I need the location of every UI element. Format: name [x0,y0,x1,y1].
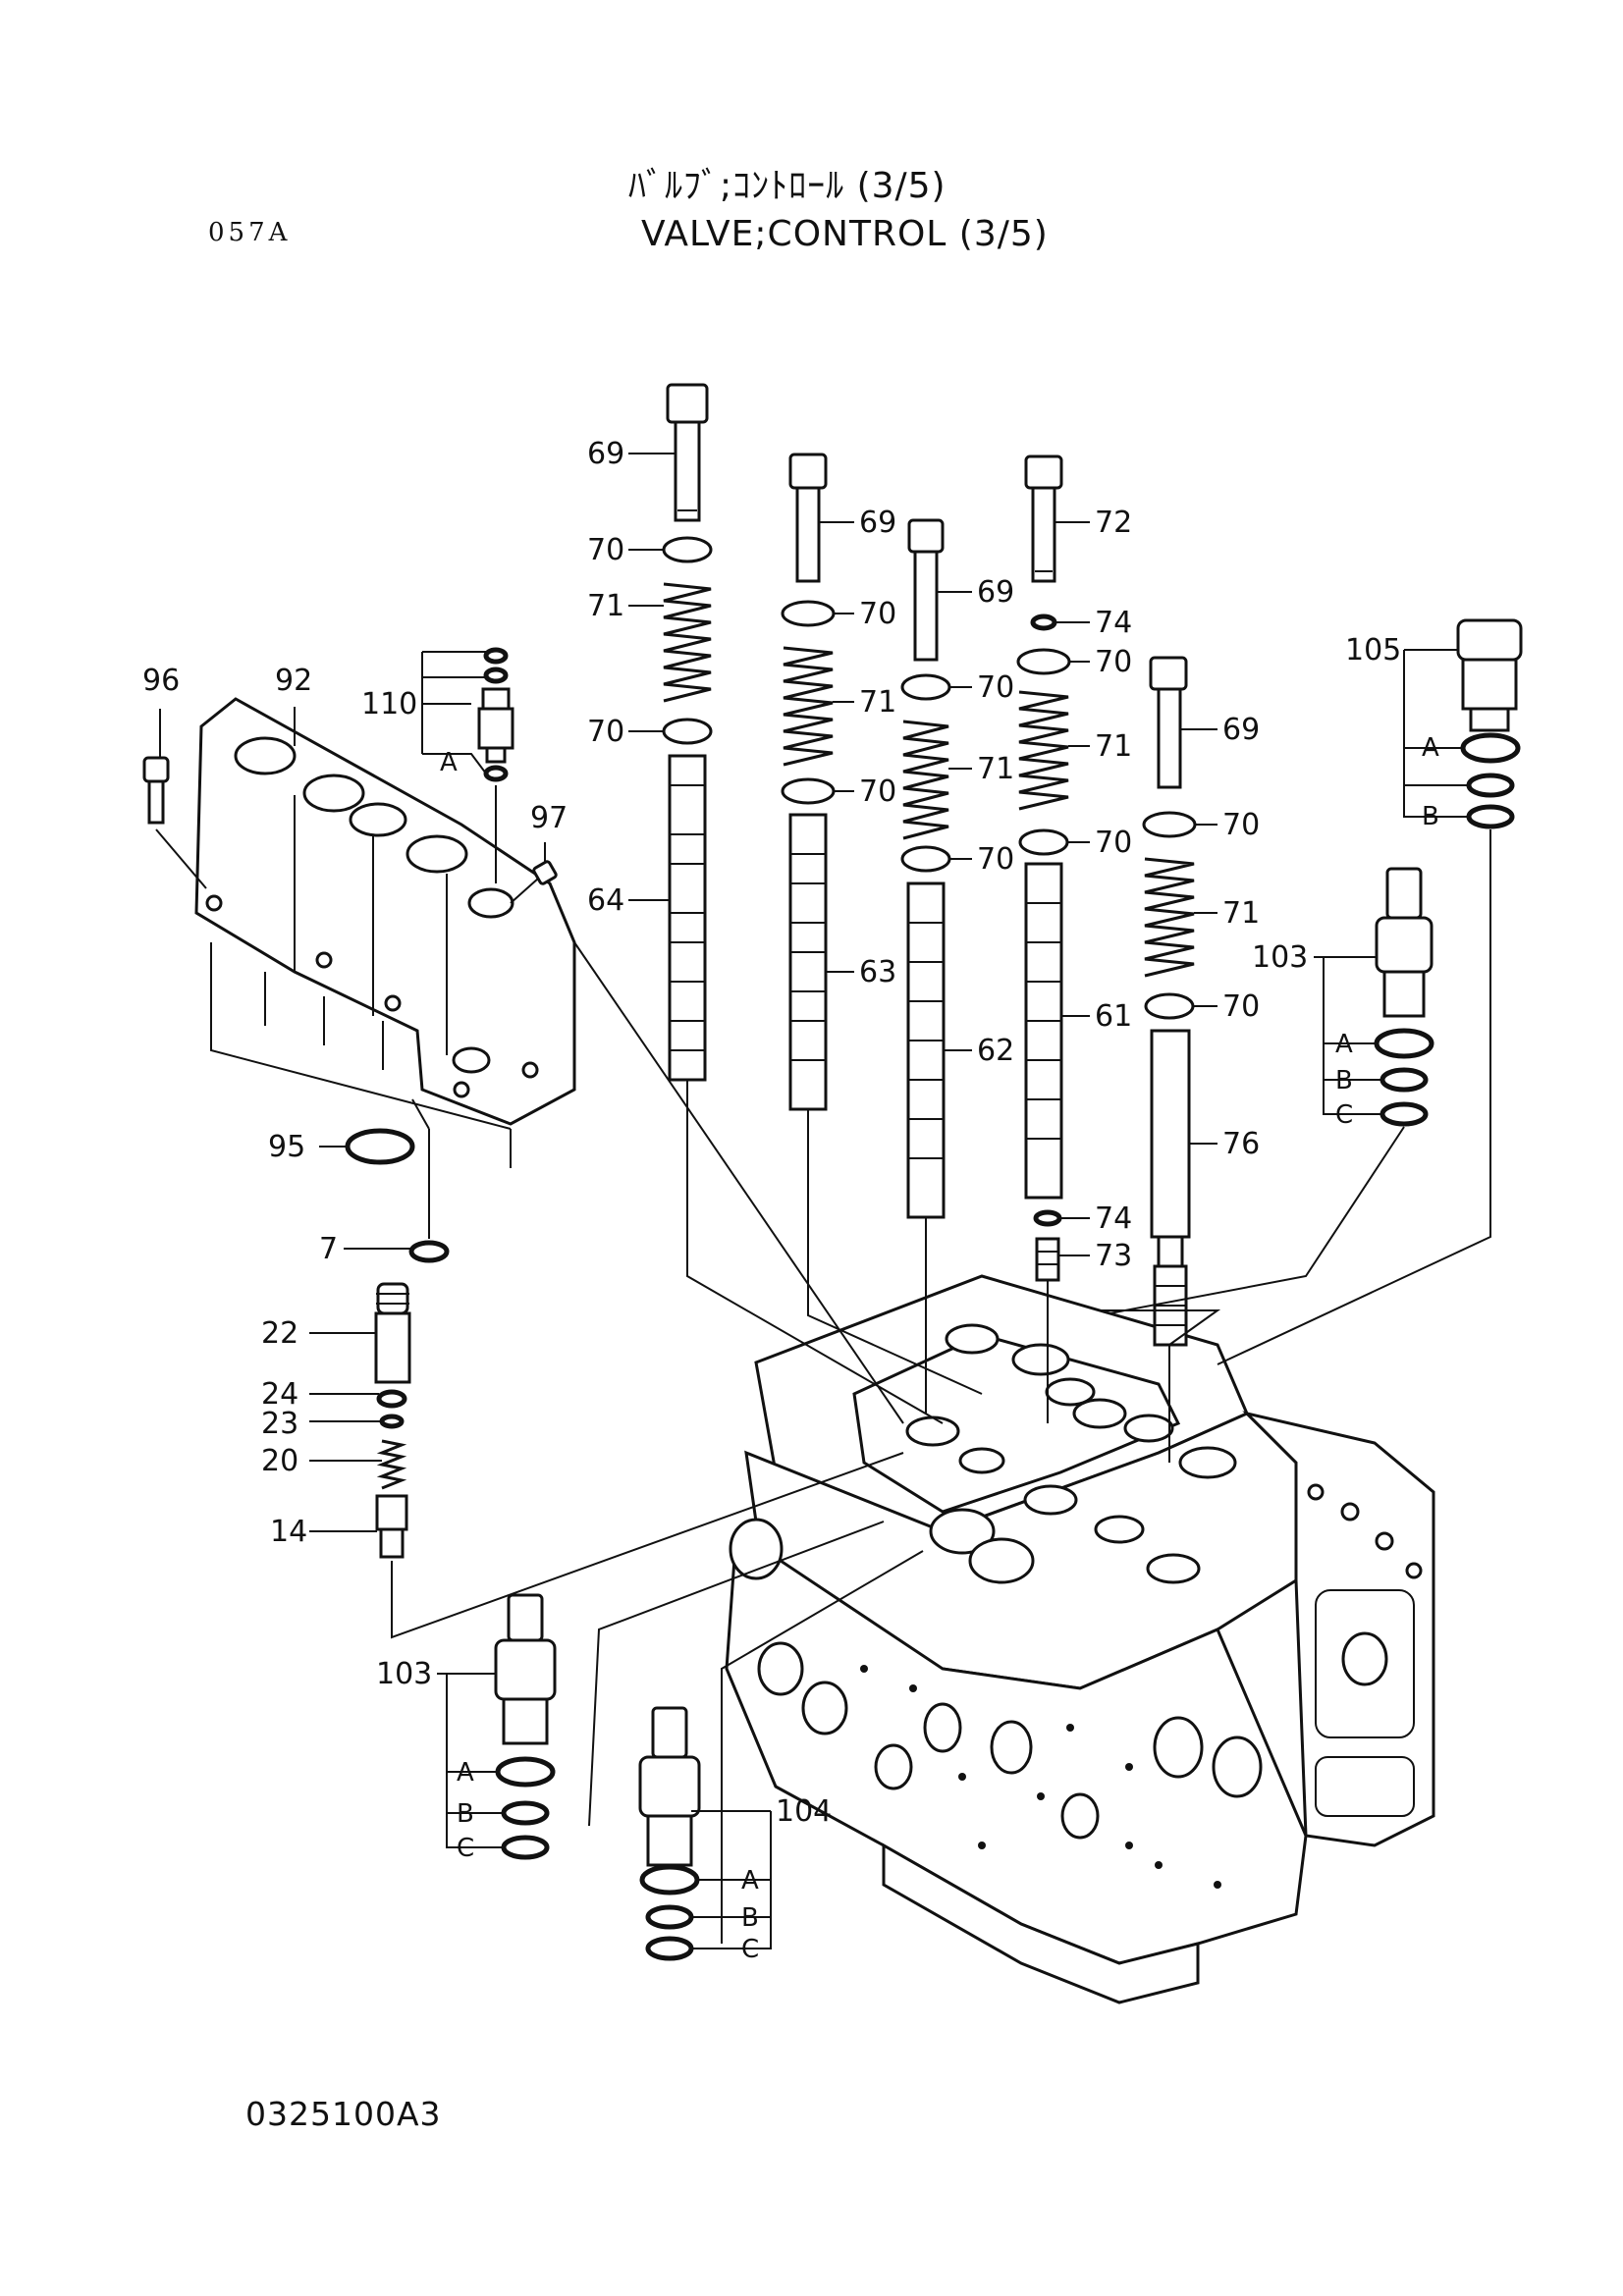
diagram-title-japanese: ﾊﾞﾙﾌﾞ;ｺﾝﾄﾛｰﾙ (3/5) [628,166,947,206]
callout-103-left-c: C [457,1834,474,1863]
spool-column-4 [1016,454,1071,1423]
callout-22: 22 [261,1316,298,1351]
valve-105 [1217,618,1523,1365]
callout-103-left-b: B [457,1799,474,1829]
callout-70-col5-bottom: 70 [1222,989,1260,1024]
o-ring-95 [345,1128,415,1165]
callout-61: 61 [1095,999,1132,1034]
spool-column-2 [781,453,983,1395]
callout-95: 95 [268,1130,305,1164]
callout-70-col2-top: 70 [859,597,896,631]
callout-7: 7 [319,1232,338,1266]
callout-63: 63 [859,955,896,989]
callout-110: 110 [361,687,417,721]
callout-96: 96 [142,664,180,698]
callout-71-col3: 71 [977,752,1014,786]
callout-105-b: B [1422,802,1439,831]
callout-72: 72 [1095,506,1132,540]
callout-20: 20 [261,1444,298,1478]
callout-104-a: A [741,1866,759,1896]
callout-71-col1: 71 [587,589,624,623]
callout-24: 24 [261,1377,298,1412]
callout-69-col2: 69 [859,506,896,540]
callout-70-col3-bottom: 70 [977,842,1014,877]
callout-62: 62 [977,1034,1014,1068]
callout-70-col4-bottom: 70 [1095,826,1132,860]
callout-103-left-a: A [457,1758,474,1788]
callout-70-col3-top: 70 [977,670,1014,705]
callout-103-right-c: C [1335,1100,1353,1130]
callout-69-col3: 69 [977,575,1014,610]
callout-70-col1-top: 70 [587,533,624,567]
callout-numbers: 69 70 71 70 64 69 70 71 70 63 69 70 71 7… [142,437,1439,1964]
callout-14: 14 [270,1515,307,1549]
valve-body [725,1274,1435,2004]
page-code: 057A [208,218,292,247]
callout-23: 23 [261,1407,298,1441]
callout-103-right-a: A [1335,1030,1353,1059]
callout-74-top: 74 [1095,606,1132,640]
callout-105: 105 [1345,633,1401,667]
drawing-number: 0325100A3 [245,2095,442,2133]
callout-97: 97 [530,801,568,835]
callout-103-left: 103 [376,1657,432,1691]
bolt-96 [142,756,207,889]
left-small-stack [374,1282,904,1639]
callout-64: 64 [587,883,624,918]
callout-70-col2-bottom: 70 [859,774,896,809]
callout-71-col5: 71 [1222,896,1260,931]
part-110-stack [477,647,514,883]
callout-76: 76 [1222,1127,1260,1161]
cover-92 [194,697,576,1168]
callout-74-bottom: 74 [1095,1201,1132,1236]
callout-103-right-b: B [1335,1066,1353,1095]
spool-column-5 [1100,656,1221,1463]
spool-column-1 [662,383,944,1424]
callout-69-col5: 69 [1222,713,1260,747]
callout-71-col4: 71 [1095,729,1132,764]
plug-97 [510,860,558,904]
callout-71-col2: 71 [859,685,896,720]
callout-92: 92 [275,664,312,698]
callout-110-a: A [440,748,458,777]
callout-70-col1-bottom: 70 [587,715,624,749]
diagram-title-english: VALVE;CONTROL (3/5) [641,214,1049,254]
spool-column-3 [900,518,951,1414]
callout-70-col4-top: 70 [1095,645,1132,679]
callout-104-b: B [741,1903,759,1933]
callout-105-a: A [1422,733,1439,763]
callout-69-col1: 69 [587,437,624,471]
callout-103-right: 103 [1252,940,1308,975]
callout-70-col5-top: 70 [1222,808,1260,842]
o-ring-7 [408,1240,450,1263]
callout-104-c: C [741,1935,759,1964]
valve-103-left [494,1521,885,1860]
callout-73: 73 [1095,1239,1132,1273]
callout-104: 104 [776,1794,832,1829]
callout-leaders [159,453,1469,1949]
